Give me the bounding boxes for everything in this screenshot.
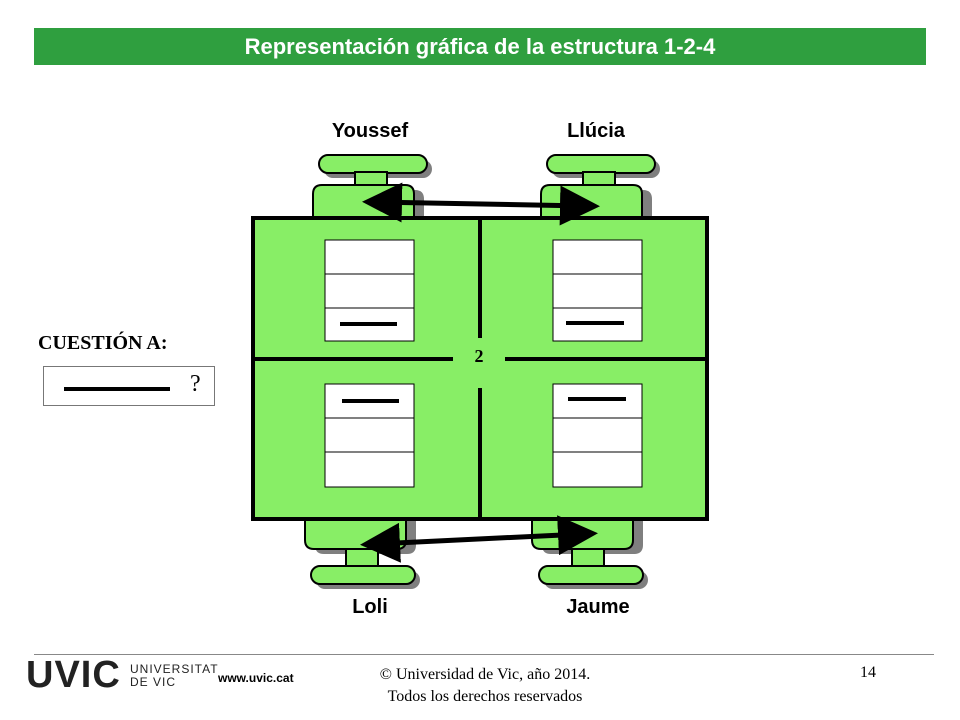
page-title: Representación gráfica de la estructura … <box>244 33 716 59</box>
name-top-right: Llúcia <box>567 120 625 142</box>
paper-bottom-left <box>324 383 415 488</box>
arrow-bottom <box>360 515 598 563</box>
chair-bottom-left <box>304 514 420 589</box>
arrow-top <box>362 182 600 226</box>
name-bottom-right: Jaume <box>566 596 630 618</box>
name-top-left: Youssef <box>331 120 409 142</box>
footer-url: www.uvic.cat <box>218 671 294 685</box>
question-label: CUESTIÓN A: <box>38 332 168 354</box>
question-mark: ? <box>190 371 201 397</box>
title-bar: Representación gráfica de la estructura … <box>34 28 926 65</box>
logo-subtitle: UNIVERSITAT DE VIC <box>130 662 219 689</box>
copyright-line-2: Todos los derechos reservados <box>387 688 583 705</box>
logo-wordmark: UVIC <box>26 654 121 696</box>
answer-blank-line <box>64 387 170 391</box>
copyright-line-1: © Universidad de Vic, año 2014. <box>379 666 591 683</box>
footer-divider <box>34 654 934 655</box>
paper-bottom-right <box>552 383 643 488</box>
question-answer-box: ? <box>43 366 215 406</box>
page-number: 14 <box>860 664 876 681</box>
paper-top-left <box>324 239 415 342</box>
chair-bottom-right <box>531 514 648 589</box>
table-center-number: 2 <box>474 346 484 366</box>
paper-top-right <box>552 239 643 342</box>
name-bottom-left: Loli <box>352 596 388 618</box>
footer-copyright: © Universidad de Vic, año 2014. Todos lo… <box>330 664 640 708</box>
